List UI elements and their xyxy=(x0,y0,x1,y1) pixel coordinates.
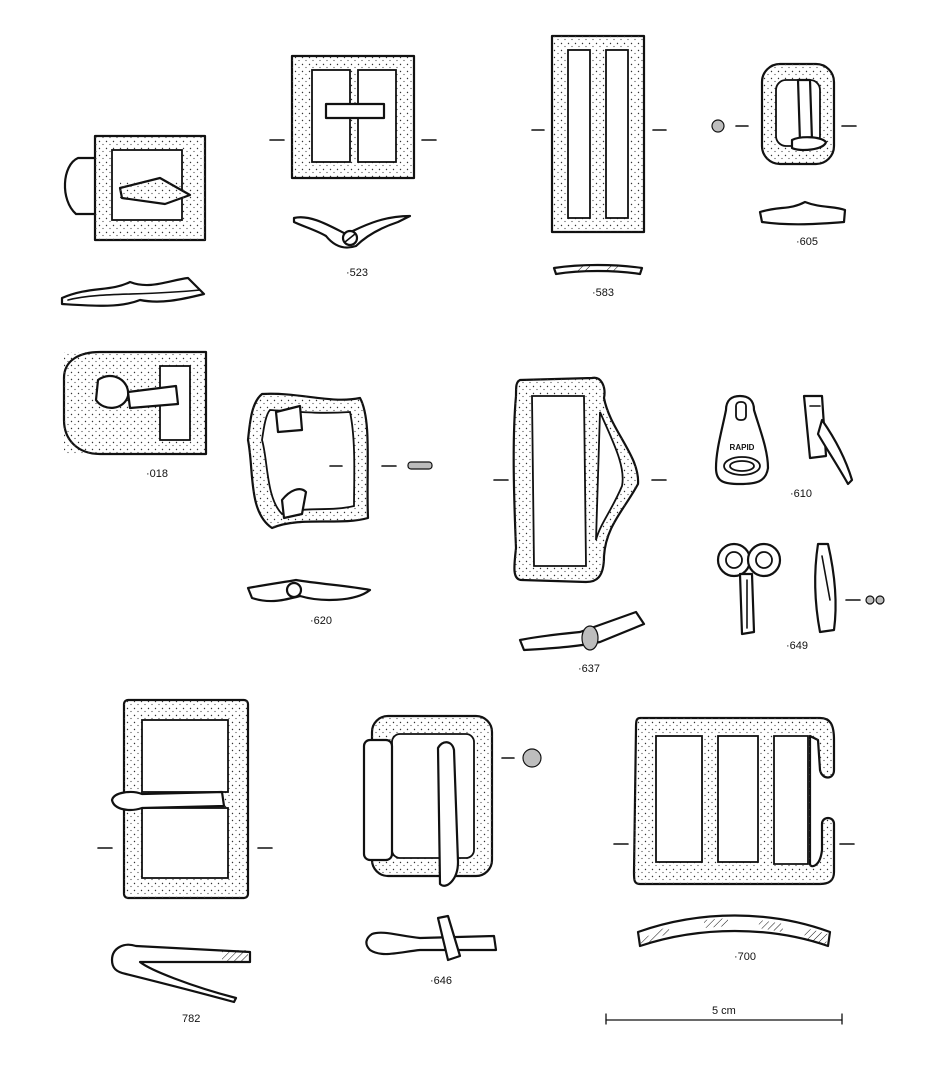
zipper-pull-lettering: RAPID xyxy=(730,443,755,452)
label-782: 782 xyxy=(182,1013,201,1025)
label-637: ·637 xyxy=(578,663,601,675)
buckle-523 xyxy=(269,54,437,249)
buckle-605 xyxy=(711,62,857,226)
buckle-637 xyxy=(493,376,667,652)
strap-slide-583 xyxy=(531,34,667,276)
label-620: ·620 xyxy=(310,615,333,627)
buckle-646 xyxy=(362,714,542,962)
buckle-782 xyxy=(97,698,273,1004)
scale-bar xyxy=(605,1013,843,1025)
hook-649 xyxy=(716,542,885,636)
label-700: ·700 xyxy=(734,951,757,963)
scale-bar-label: 5 cm xyxy=(712,1005,736,1017)
label-018: ·018 xyxy=(146,468,169,480)
label-583: ·583 xyxy=(592,287,615,299)
buckle-700 xyxy=(613,716,855,948)
label-646: ·646 xyxy=(430,975,453,987)
label-610: ·610 xyxy=(790,488,813,500)
zipper-pull-610: RAPID xyxy=(714,394,854,486)
label-605: ·605 xyxy=(796,236,819,248)
buckle-620 xyxy=(246,392,433,603)
label-523: ·523 xyxy=(346,267,369,279)
buckle-018 xyxy=(60,134,208,456)
label-649: ·649 xyxy=(786,640,809,652)
